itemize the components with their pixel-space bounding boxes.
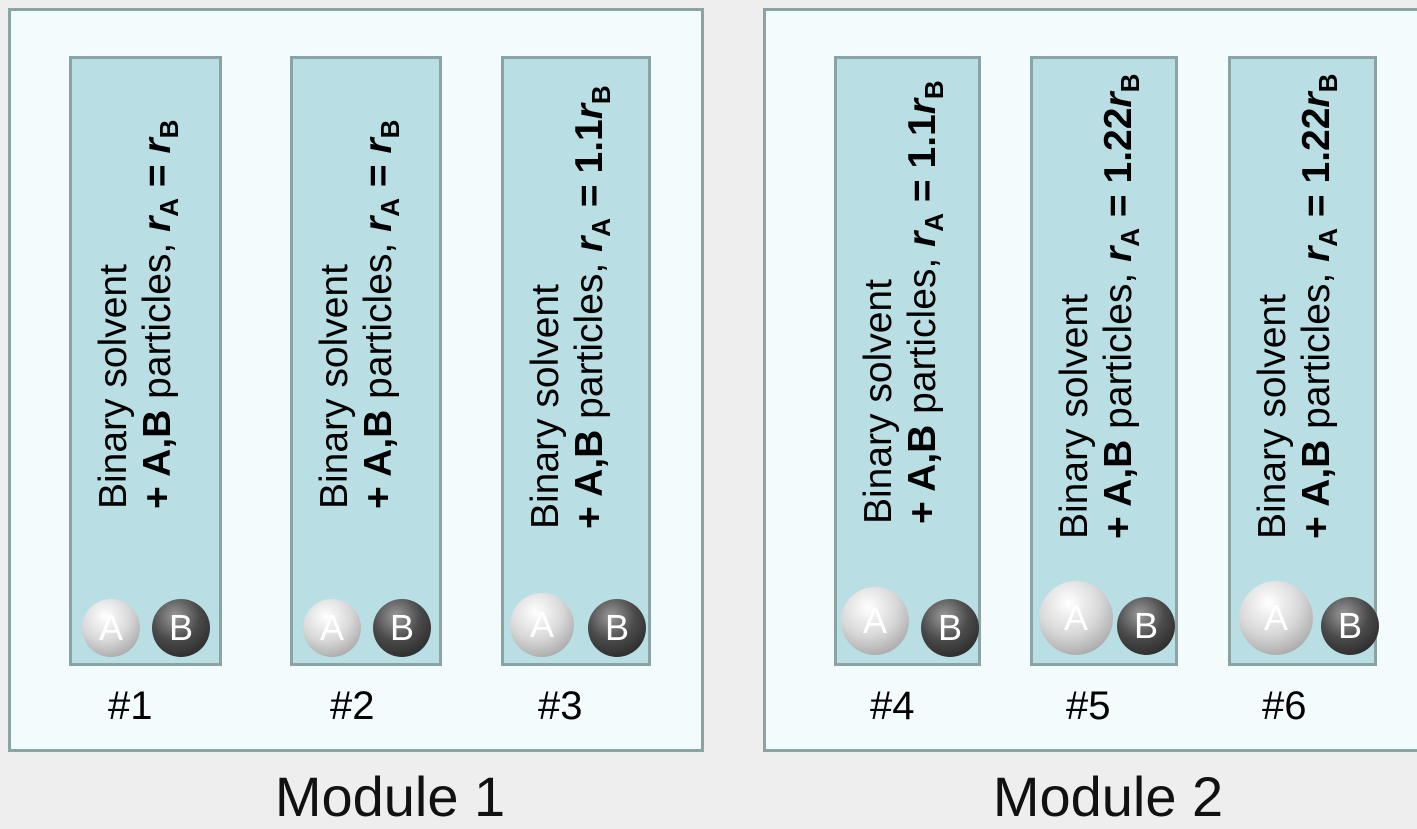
tube-1-line1: Binary solvent [92, 264, 135, 509]
particle-b-sphere: B [921, 599, 979, 657]
sample-id-3: #3 [538, 684, 583, 728]
module-2-label: Module 2 [992, 765, 1224, 828]
tube-6-label: Binary solvent + A,B particles, rA = 1.2… [1251, 74, 1350, 539]
sample-id-6: #6 [1262, 684, 1307, 728]
tube-3-label: Binary solvent + A,B particles, rA = 1.1… [524, 85, 623, 529]
particle-a-sphere: A [82, 599, 140, 657]
particle-a-sphere: A [841, 587, 909, 655]
tube-3: Binary solvent + A,B particles, rA = 1.1… [501, 56, 651, 666]
tube-5-line2: + A,B particles, rA = 1.22rB [1097, 73, 1145, 539]
tube-5-line1: Binary solvent [1053, 294, 1096, 539]
tube-1: Binary solvent + A,B particles, rA = rB … [69, 56, 222, 666]
tube-4-line2: + A,B particles, rA = 1.1rB [901, 80, 949, 524]
module-1-label: Module 1 [274, 765, 506, 828]
tube-6: Binary solvent + A,B particles, rA = 1.2… [1228, 56, 1379, 666]
tube-2-label: Binary solvent + A,B particles, rA = rB [313, 120, 412, 509]
sample-id-5: #5 [1066, 684, 1111, 728]
tube-2: Binary solvent + A,B particles, rA = rB … [290, 56, 442, 666]
particle-b-sphere: B [373, 599, 431, 657]
sample-id-4: #4 [870, 684, 915, 728]
tube-4-line1: Binary solvent [857, 279, 900, 524]
particle-a-sphere: A [1239, 581, 1313, 655]
tube-1-line2: + A,B particles, rA = rB [136, 119, 184, 509]
tube-2-line1: Binary solvent [313, 264, 356, 509]
tube-4: Binary solvent + A,B particles, rA = 1.1… [834, 56, 981, 666]
particle-b-sphere: B [588, 599, 646, 657]
particle-a-sphere: A [1039, 581, 1113, 655]
tube-1-label: Binary solvent + A,B particles, rA = rB [92, 120, 191, 509]
particle-b-sphere: B [1117, 597, 1175, 655]
tube-2-line2: + A,B particles, rA = rB [357, 119, 405, 509]
particle-b-sphere: B [1321, 597, 1379, 655]
sample-id-1: #1 [108, 684, 153, 728]
particle-a-sphere: A [303, 599, 361, 657]
particle-a-sphere: A [510, 593, 574, 657]
tube-3-line1: Binary solvent [524, 284, 567, 529]
particle-b-sphere: B [152, 599, 210, 657]
tube-3-line2: + A,B particles, rA = 1.1rB [568, 85, 616, 529]
tube-5-label: Binary solvent + A,B particles, rA = 1.2… [1053, 74, 1152, 539]
tube-4-label: Binary solvent + A,B particles, rA = 1.1… [857, 80, 956, 524]
sample-id-2: #2 [330, 684, 375, 728]
tube-6-line1: Binary solvent [1251, 294, 1294, 539]
tube-6-line2: + A,B particles, rA = 1.22rB [1295, 73, 1343, 539]
tube-5: Binary solvent + A,B particles, rA = 1.2… [1030, 56, 1178, 666]
